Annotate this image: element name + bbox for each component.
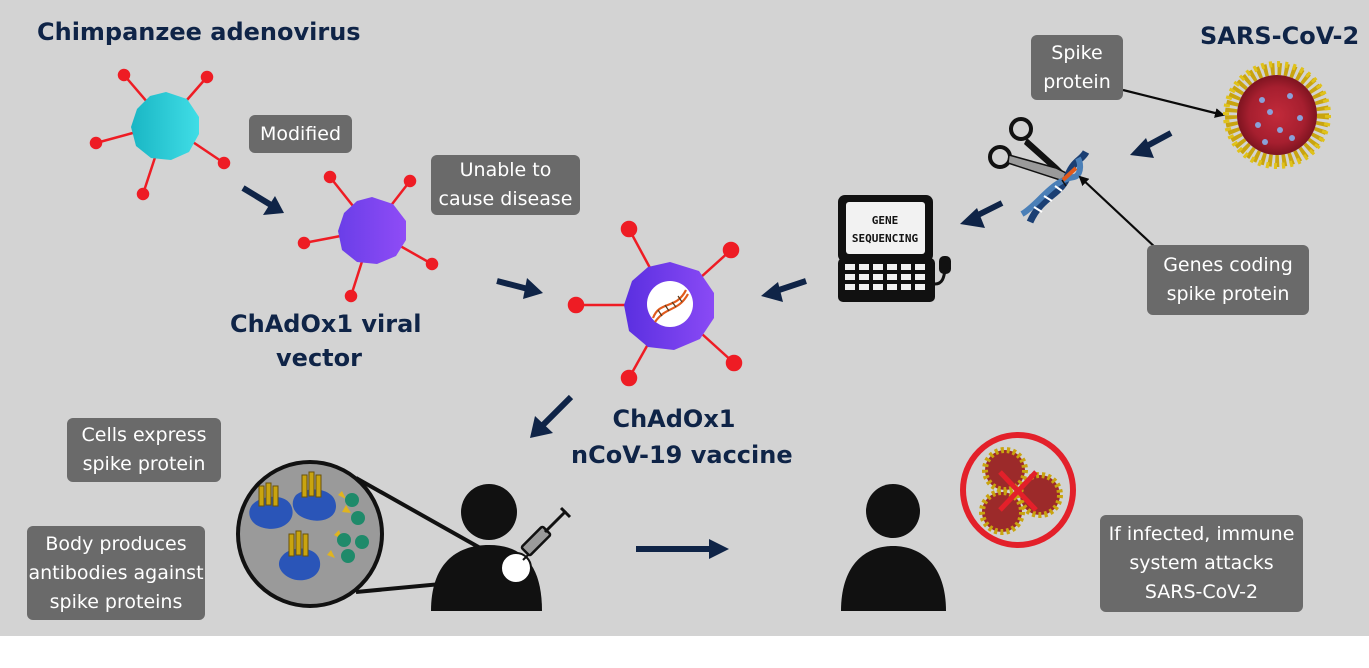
computer-icon: GENE SEQUENCING — [838, 195, 951, 302]
person-icon — [431, 484, 542, 611]
spike-protein-label-line-1: Spike — [1051, 41, 1103, 64]
arrow-vector-to-vaccine — [496, 278, 529, 292]
vaccine-icon — [567, 220, 743, 387]
cells-express-label-line-2: spike protein — [82, 453, 206, 475]
body-produces-label: Body produces antibodies against spike p… — [27, 526, 205, 620]
protected-person-icon — [841, 484, 946, 611]
dna-icon — [1020, 150, 1090, 224]
syringe-icon — [520, 506, 572, 561]
screen-line-2: SEQUENCING — [852, 232, 919, 245]
arrow-sars-to-dna — [1143, 130, 1173, 150]
if-infected-label: If infected, immune system attacks SARS-… — [1100, 515, 1303, 612]
body-produces-label-line-1: Body produces — [45, 532, 187, 555]
if-infected-label-line-1: If infected, immune — [1108, 523, 1295, 545]
arrow-chimp-to-vector — [241, 185, 273, 208]
spike-protein-label: Spike protein — [1031, 35, 1123, 100]
sars-cov-2-title: SARS-CoV-2 — [1200, 22, 1360, 50]
viral-vector-title-line-2: vector — [276, 344, 362, 372]
coronavirus-icon — [1223, 61, 1331, 169]
modified-label: Modified — [249, 115, 352, 153]
pointer-spike-protein — [1122, 88, 1225, 118]
genes-coding-label: Genes coding spike protein — [1147, 245, 1309, 315]
viral-vector-title-line-1: ChAdOx1 viral — [230, 310, 422, 338]
unable-label-line-2: cause disease — [438, 188, 573, 210]
modified-label-text: Modified — [259, 122, 342, 145]
pointer-genes-coding — [1078, 175, 1158, 250]
arrow-computer-to-vaccine — [775, 278, 807, 294]
vaccine-title-line-1: ChAdOx1 — [612, 405, 736, 433]
diagram-canvas: GENE SEQUENCING — [0, 0, 1369, 636]
arrow-vaccine-to-person — [540, 394, 574, 428]
screen-line-1: GENE — [872, 214, 899, 227]
genes-coding-label-line-1: Genes coding — [1163, 254, 1293, 276]
cells-express-label: Cells express spike protein — [67, 418, 221, 482]
scissors-icon — [988, 117, 1074, 181]
genes-coding-label-line-2: spike protein — [1166, 283, 1290, 305]
vaccine-title: ChAdOx1 nCoV-19 vaccine — [571, 405, 793, 469]
unable-label-line-1: Unable to — [459, 159, 552, 181]
viral-vector-title: ChAdOx1 viral vector — [230, 310, 422, 372]
cells-express-label-line-1: Cells express — [81, 424, 207, 446]
body-produces-label-line-2: antibodies against — [28, 561, 204, 584]
no-virus-icon — [960, 432, 1076, 548]
vaccine-title-line-2: nCoV-19 vaccine — [571, 441, 793, 469]
chimpanzee-adenovirus-title: Chimpanzee adenovirus — [37, 18, 361, 46]
cell-zoom-icon — [236, 460, 384, 608]
if-infected-label-line-2: system attacks — [1129, 552, 1274, 574]
unable-label: Unable to cause disease — [431, 155, 580, 215]
viral-vector-icon — [297, 170, 439, 303]
if-infected-label-line-3: SARS-CoV-2 — [1144, 581, 1259, 603]
chimpanzee-adenovirus-icon — [89, 68, 231, 201]
body-produces-label-line-3: spike proteins — [49, 590, 183, 613]
spike-protein-label-line-2: protein — [1043, 70, 1111, 93]
diagram-art: GENE SEQUENCING — [89, 61, 1331, 611]
